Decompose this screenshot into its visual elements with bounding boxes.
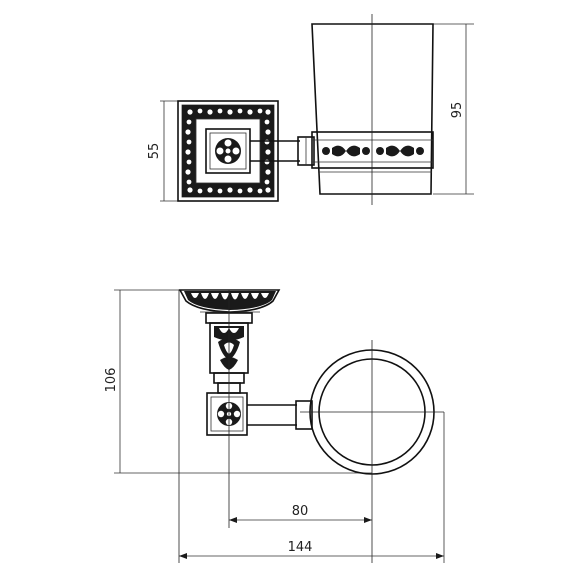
dimension-144: 144 [179,412,445,563]
ring-ornament-right [376,145,424,157]
plan-view: 106 [104,289,445,563]
dimension-106-label: 106 [104,368,119,393]
dimension-80: 80 [229,504,372,523]
arm-front [250,136,315,166]
rosette-icon [215,138,241,164]
arm-side [247,400,313,430]
front-view: 95 55 [147,14,474,205]
boss-block-side [206,392,248,436]
dimension-95: 95 [433,23,474,195]
dimension-80-label: 80 [292,504,309,519]
dimension-95-label: 95 [450,102,465,119]
glass-tumbler-front [311,23,434,195]
wall-plate-profile [178,289,281,313]
dimension-144-label: 144 [288,540,313,555]
post-ornament [214,326,244,370]
ring-ornament-left [322,145,370,157]
dimension-106: 106 [104,289,372,474]
center-boss-front [205,128,251,174]
dimension-55: 55 [147,100,178,202]
plate-filigree [185,108,271,194]
wall-plate-front [177,100,279,202]
dimension-55-label: 55 [147,143,162,160]
plate-profile-filigree [184,291,276,310]
